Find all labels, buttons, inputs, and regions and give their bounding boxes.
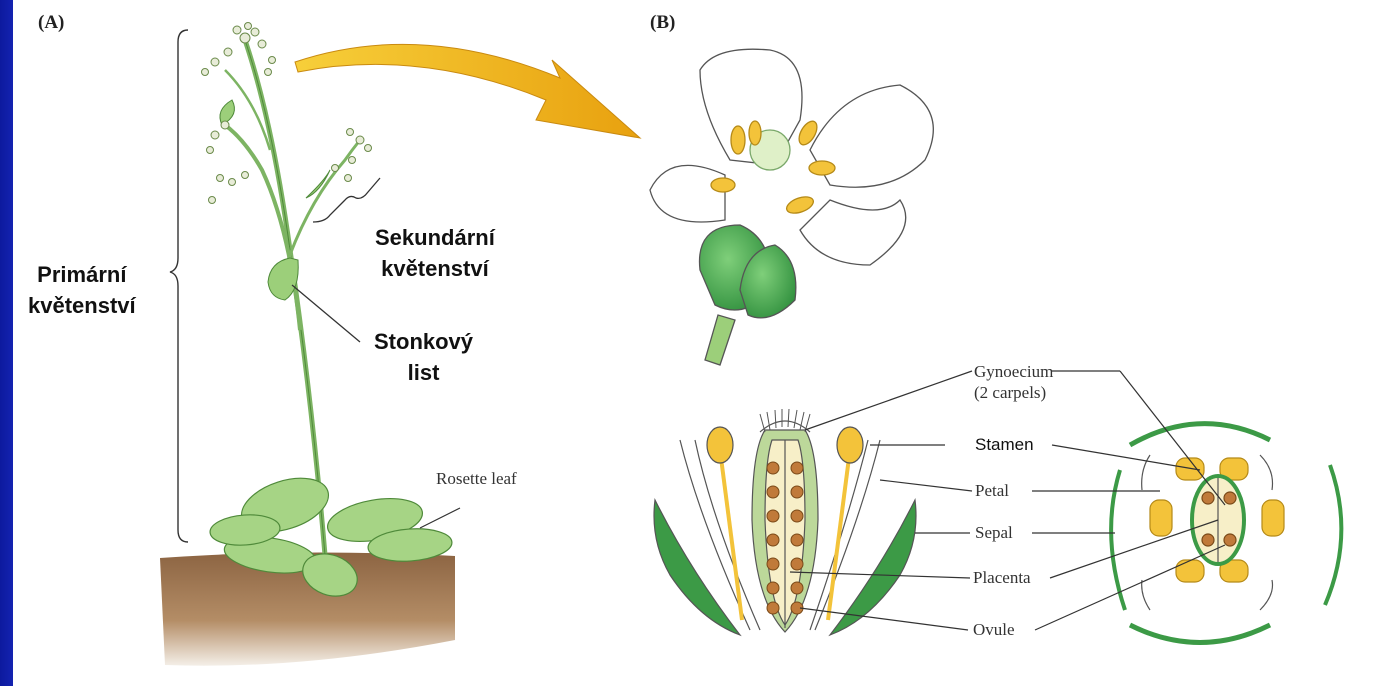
floral-diagram [1111,424,1341,643]
flower-drawing [650,49,933,365]
rosette-leaf-label: Rosette leaf [436,469,517,489]
gynoecium-line1: Gynoecium [974,361,1053,382]
stem-leaf-label: Stonkový list [374,326,473,388]
secondary-inflorescence-label: Sekundární květenství [375,222,495,284]
gynoecium-line2: (2 carpels) [974,382,1053,403]
stem-leaf-line1: Stonkový [374,326,473,357]
sepal-label: Sepal [975,523,1013,543]
secondary-label-line1: Sekundární [375,222,495,253]
arrow-a-to-b [295,44,640,138]
primary-inflorescence-label: Primární květenství [28,259,136,321]
rosette-leader [420,508,460,528]
primary-label-line2: květenství [28,290,136,321]
flower-section [654,409,916,635]
secondary-label-line2: květenství [375,253,495,284]
secondary-bracket [313,178,380,222]
gynoecium-label: Gynoecium (2 carpels) [974,361,1053,403]
placenta-label: Placenta [973,568,1031,588]
ovule-label: Ovule [973,620,1015,640]
panel-label-a: (A) [38,12,64,34]
primary-label-line1: Primární [28,259,136,290]
panel-label-b: (B) [650,12,675,34]
primary-bracket [170,30,188,542]
stamen-label: Stamen [975,435,1034,455]
petal-label: Petal [975,481,1009,501]
stem-leaf-line2: list [374,357,473,388]
